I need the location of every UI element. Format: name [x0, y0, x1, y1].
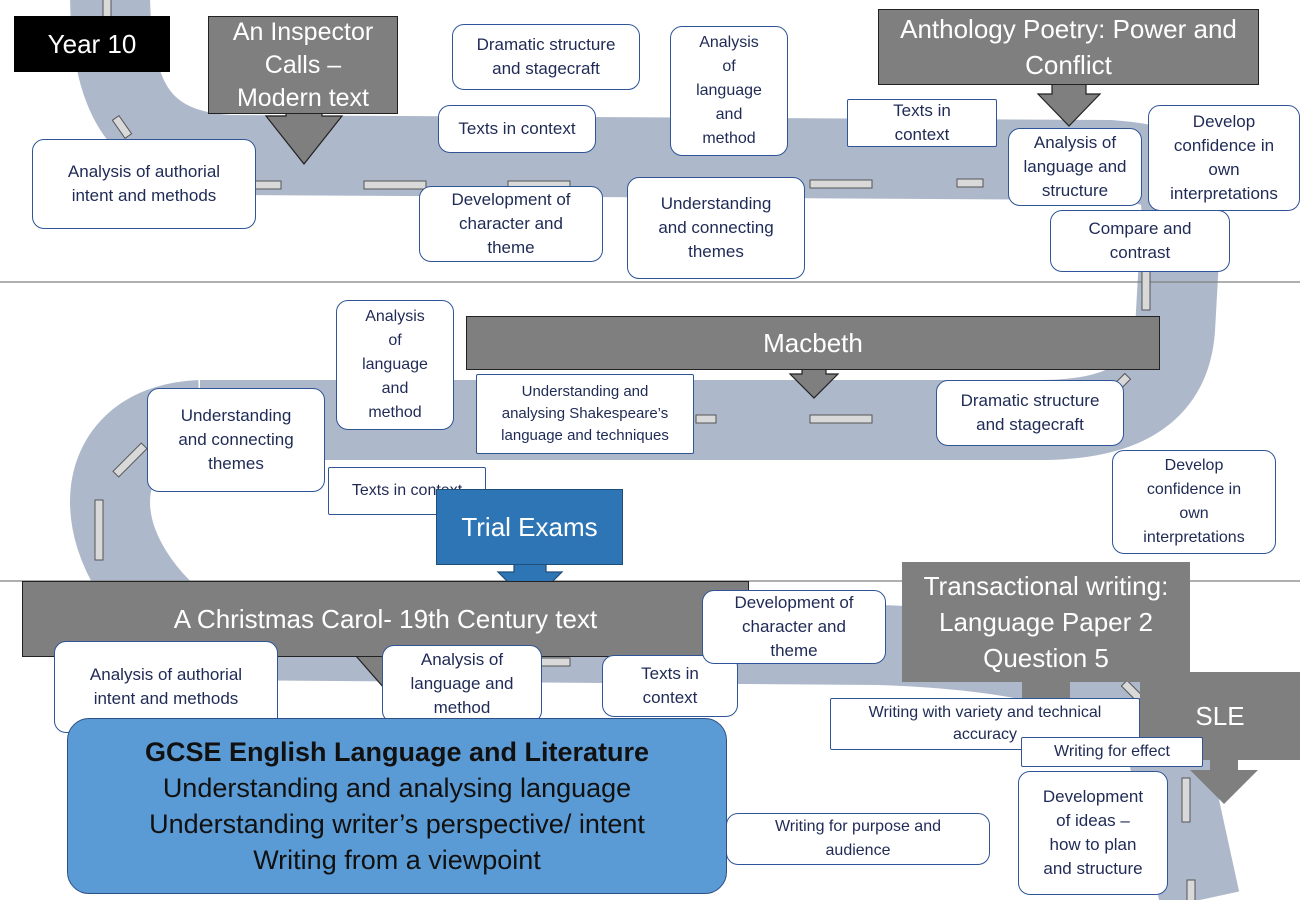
gcse-line-3: Writing from a viewpoint — [253, 845, 541, 875]
unit-transactional-title: Transactional writing: Language Paper 2 … — [923, 571, 1169, 673]
unit-carol-title: A Christmas Carol- 19th Century text — [173, 604, 598, 634]
topic-macbeth-confidence: Develop confidence in own interpretation… — [1112, 450, 1276, 554]
topic-anthology-confidence: Develop confidence in own interpretation… — [1148, 105, 1300, 211]
topic-macbeth-dramatic: Dramatic structure and stagecraft — [936, 380, 1124, 446]
unit-inspector-title: An Inspector Calls – Modern text — [232, 17, 374, 112]
macbeth-arrow — [788, 367, 840, 399]
sle-arrow — [1190, 758, 1258, 804]
topic-macbeth-language: Analysis of language and method — [336, 300, 454, 430]
unit-macbeth-banner: Macbeth — [466, 316, 1160, 370]
gcse-title: GCSE English Language and Literature — [144, 737, 650, 767]
unit-macbeth-title: Macbeth — [763, 328, 863, 358]
topic-anthology-context: Texts in context — [847, 99, 997, 147]
trial-exams-banner: Trial Exams — [436, 489, 623, 565]
topic-carol-character: Development of character and theme — [702, 590, 886, 664]
topic-dramatic-structure: Dramatic structure and stagecraft — [452, 24, 640, 90]
inspector-arrow — [264, 111, 344, 165]
unit-inspector-calls-banner: An Inspector Calls – Modern text — [208, 16, 398, 114]
topic-anthology-analysis: Analysis of language and structure — [1008, 128, 1142, 206]
transactional-arrow — [1022, 682, 1070, 702]
topic-connecting-themes: Understanding and connecting themes — [627, 177, 805, 279]
topic-carol-context: Texts in context — [602, 655, 738, 717]
topic-compare-contrast: Compare and contrast — [1050, 210, 1230, 272]
topic-carol-language: Analysis of language and method — [382, 645, 542, 723]
unit-anthology-title: Anthology Poetry: Power and Conflict — [900, 14, 1237, 80]
gcse-summary-box: GCSE English Language and Literature Und… — [67, 718, 727, 894]
topic-authorial-intent: Analysis of authorial intent and methods — [32, 139, 256, 229]
topic-macbeth-themes: Understanding and connecting themes — [147, 388, 325, 492]
year-label: Year 10 — [14, 16, 170, 72]
gcse-line-2: Understanding writer’s perspective/ inte… — [149, 809, 645, 839]
topic-development-ideas: Development of ideas – how to plan and s… — [1018, 771, 1168, 895]
topic-character-theme: Development of character and theme — [419, 186, 603, 262]
topic-writing-purpose: Writing for purpose and audience — [726, 813, 990, 865]
unit-anthology-poetry-banner: Anthology Poetry: Power and Conflict — [878, 9, 1259, 85]
topic-texts-in-context: Texts in context — [438, 105, 596, 153]
topic-language-method: Analysis of language and method — [670, 26, 788, 156]
anthology-arrow — [1036, 83, 1102, 127]
topic-shakespeare-language: Understanding and analysing Shakespeare’… — [476, 374, 694, 454]
topic-writing-effect: Writing for effect — [1021, 737, 1203, 767]
gcse-line-1: Understanding and analysing language — [162, 773, 632, 803]
unit-transactional-writing-banner: Transactional writing: Language Paper 2 … — [902, 562, 1190, 682]
topic-carol-authorial: Analysis of authorial intent and methods — [54, 641, 278, 733]
